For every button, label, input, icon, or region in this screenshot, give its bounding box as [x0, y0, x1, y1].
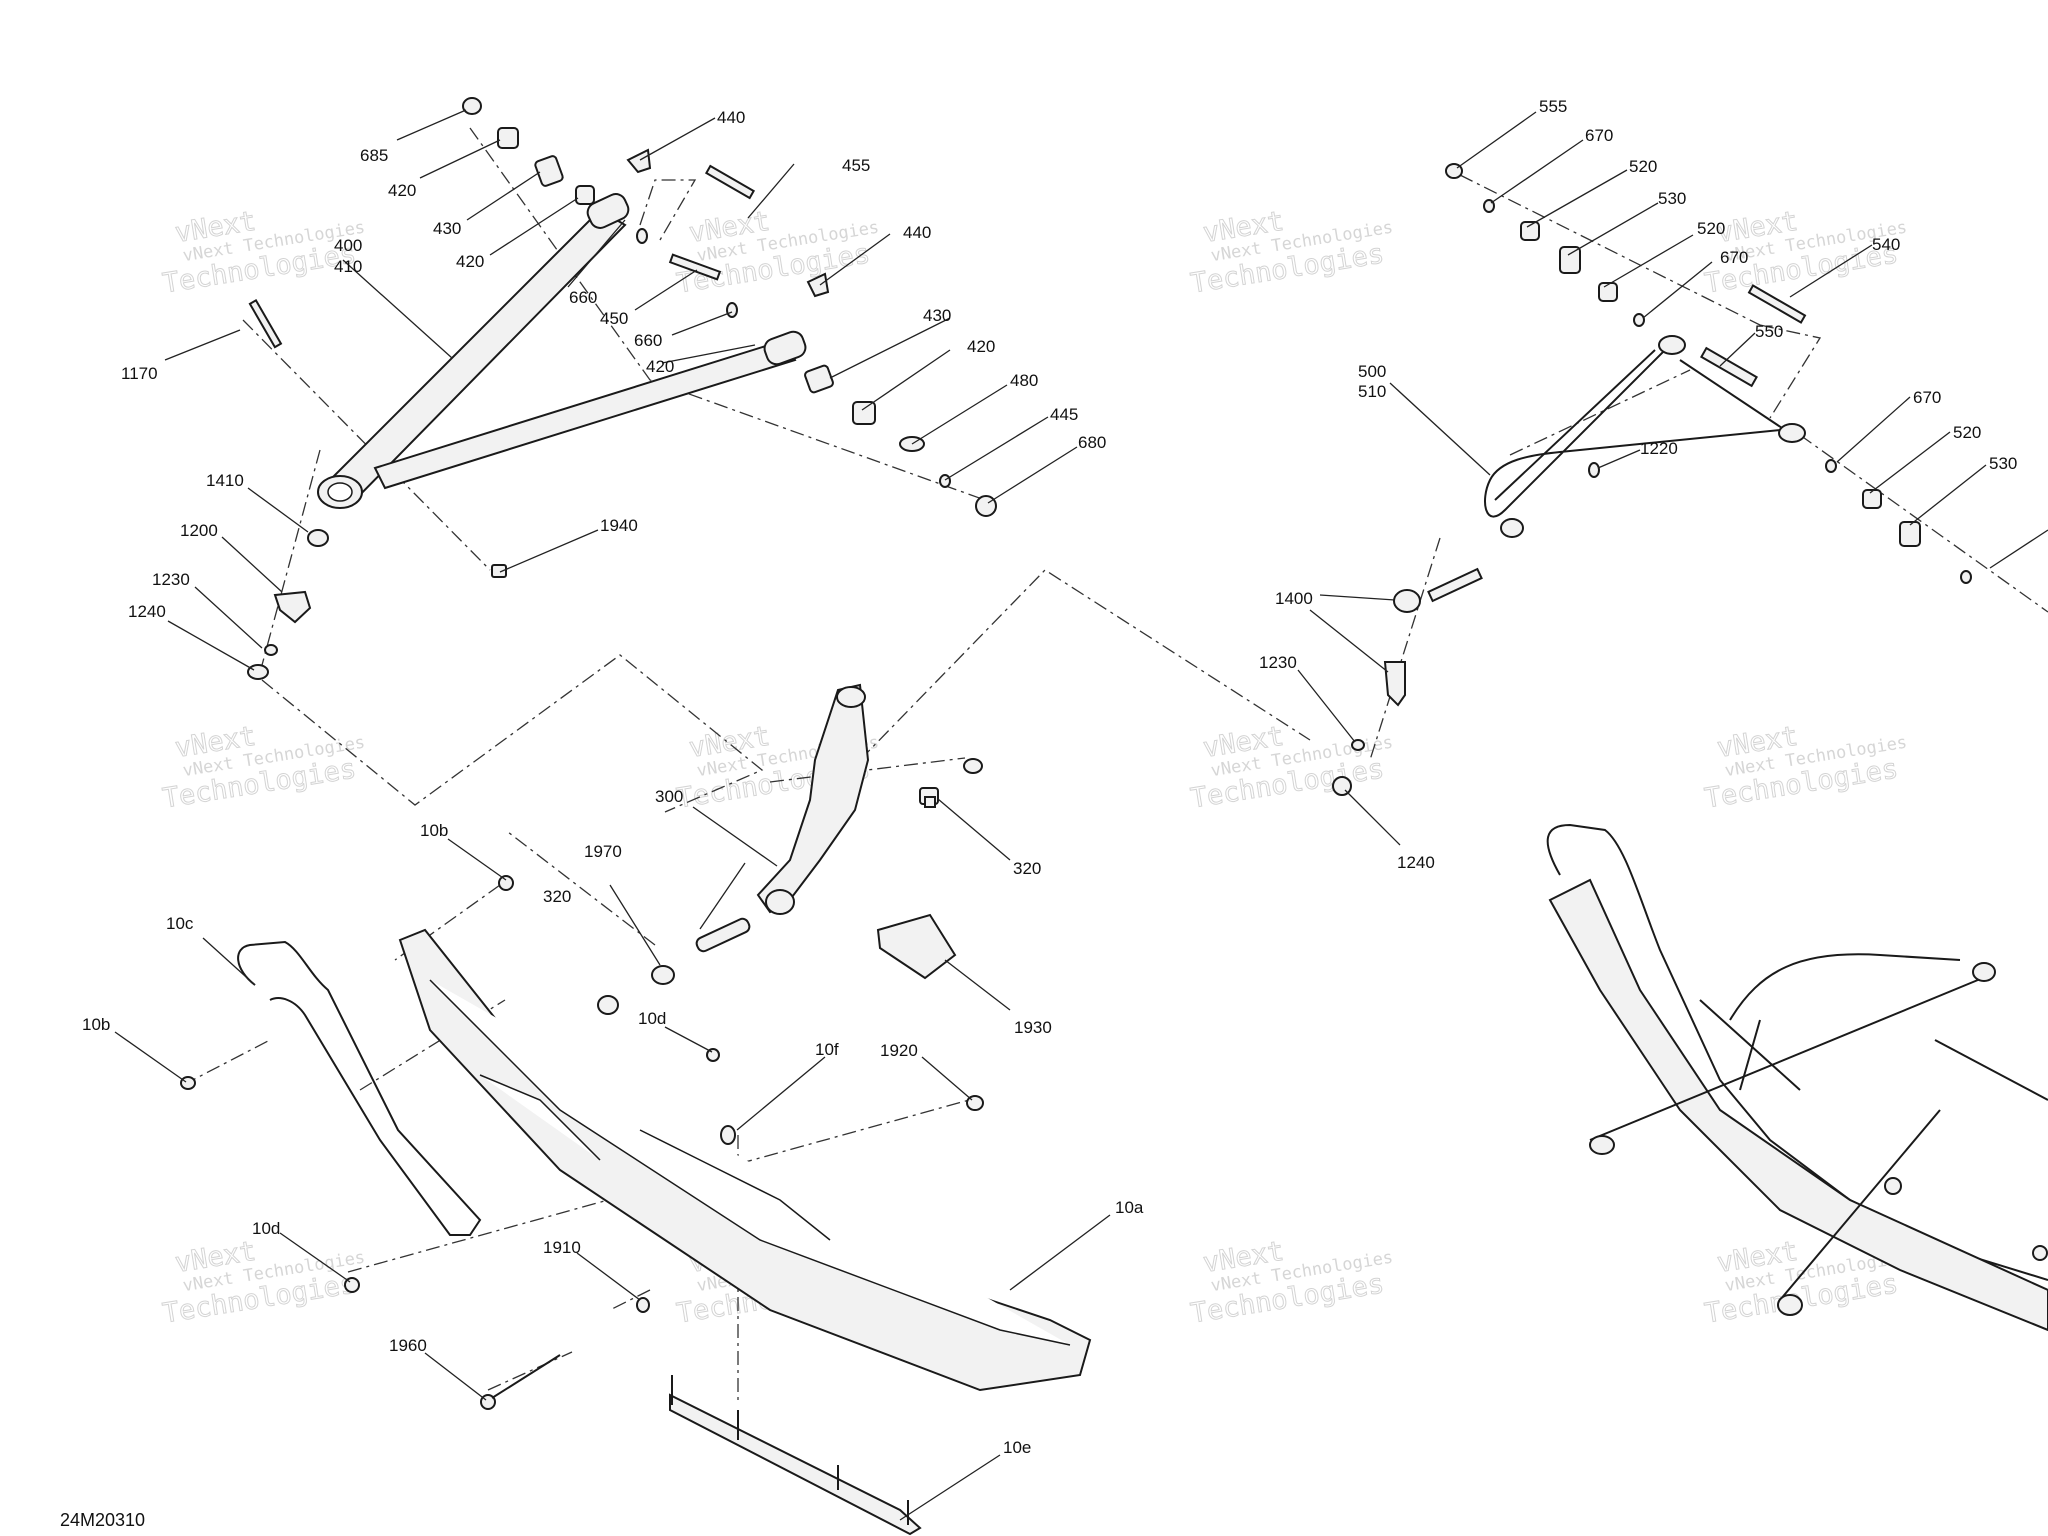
- callout-445: 445: [1050, 405, 1078, 424]
- callout-10b: 10b: [82, 1015, 110, 1034]
- callout-1400: 1400: [1275, 589, 1313, 608]
- upper-a-arm-left: [317, 193, 807, 509]
- callout-10f: 10f: [815, 1040, 839, 1059]
- assembled-ski-right: [1546, 823, 2048, 1332]
- leader-lines: [114, 109, 2048, 1521]
- callout-555: 555: [1539, 97, 1567, 116]
- callout-1910: 1910: [543, 1238, 581, 1257]
- watermark-3: vNext vNext Technologies Technologies: [1188, 205, 1394, 300]
- ski-left: [180, 875, 1092, 1536]
- callout-420: 420: [967, 337, 995, 356]
- callout-540: 540: [1872, 235, 1900, 254]
- callout-530: 530: [1658, 189, 1686, 208]
- callout-300: 300: [655, 787, 683, 806]
- callout-1410: 1410: [206, 471, 244, 490]
- callout-10c: 10c: [166, 914, 194, 933]
- callout-1230: 1230: [1259, 653, 1297, 672]
- callout-520: 520: [1697, 219, 1725, 238]
- callout-1200: 1200: [180, 521, 218, 540]
- callout-320: 320: [1013, 859, 1041, 878]
- callout-430: 430: [923, 306, 951, 325]
- callout-510: 510: [1358, 382, 1386, 401]
- hardware-right-top: [1332, 163, 1972, 796]
- callout-670: 670: [1913, 388, 1941, 407]
- callout-680: 680: [1078, 433, 1106, 452]
- callout-670: 670: [1720, 248, 1748, 267]
- callout-10e: 10e: [1003, 1438, 1031, 1457]
- callout-10d: 10d: [638, 1009, 666, 1028]
- watermark-5: vNext vNext Technologies Technologies: [160, 720, 366, 815]
- callout-500: 500: [1358, 362, 1386, 381]
- callout-1170: 1170: [121, 364, 158, 383]
- callout-420: 420: [456, 252, 484, 271]
- spindle: [597, 683, 983, 1015]
- hardware-left-top: [247, 97, 997, 680]
- callout-550: 550: [1755, 322, 1783, 341]
- callout-1970: 1970: [584, 842, 622, 861]
- callout-400: 400: [334, 236, 362, 255]
- callout-labels: 685 420 430 420 440 455 400 410 440 660 …: [82, 97, 2017, 1457]
- watermarks: vNext vNext Technologies Technologies vN…: [160, 205, 1908, 1330]
- callout-1960: 1960: [389, 1336, 427, 1355]
- callout-10a: 10a: [1115, 1198, 1144, 1217]
- callout-410: 410: [334, 257, 362, 276]
- callout-440: 440: [903, 223, 931, 242]
- watermark-8: vNext vNext Technologies Technologies: [1702, 720, 1908, 815]
- callout-520: 520: [1953, 423, 1981, 442]
- callout-430: 430: [433, 219, 461, 238]
- watermark-11: vNext vNext Technologies Technologies: [1188, 1235, 1394, 1330]
- callout-10b: 10b: [420, 821, 448, 840]
- callout-685: 685: [360, 146, 388, 165]
- callout-420: 420: [388, 181, 416, 200]
- callout-1940: 1940: [600, 516, 638, 535]
- watermark-7: vNext vNext Technologies Technologies: [1188, 720, 1394, 815]
- callout-420: 420: [646, 357, 674, 376]
- callout-480: 480: [1010, 371, 1038, 390]
- callout-660: 660: [634, 331, 662, 350]
- callout-670: 670: [1585, 126, 1613, 145]
- callout-440: 440: [717, 108, 745, 127]
- drawing-code: 24M20310: [60, 1510, 145, 1530]
- callout-1230: 1230: [152, 570, 190, 589]
- callout-10d: 10d: [252, 1219, 280, 1238]
- callout-520: 520: [1629, 157, 1657, 176]
- callout-530: 530: [1989, 454, 2017, 473]
- callout-1240: 1240: [1397, 853, 1435, 872]
- callout-1930: 1930: [1014, 1018, 1052, 1037]
- upper-a-arm-right: [1484, 335, 1806, 538]
- callout-450: 450: [600, 309, 628, 328]
- callout-1220: 1220: [1640, 439, 1678, 458]
- callout-320: 320: [543, 887, 571, 906]
- callout-660: 660: [569, 288, 597, 307]
- callout-455: 455: [842, 156, 870, 175]
- callout-1240: 1240: [128, 602, 166, 621]
- watermark-2: vNext vNext Technologies Technologies: [674, 205, 880, 300]
- callout-1920: 1920: [880, 1041, 918, 1060]
